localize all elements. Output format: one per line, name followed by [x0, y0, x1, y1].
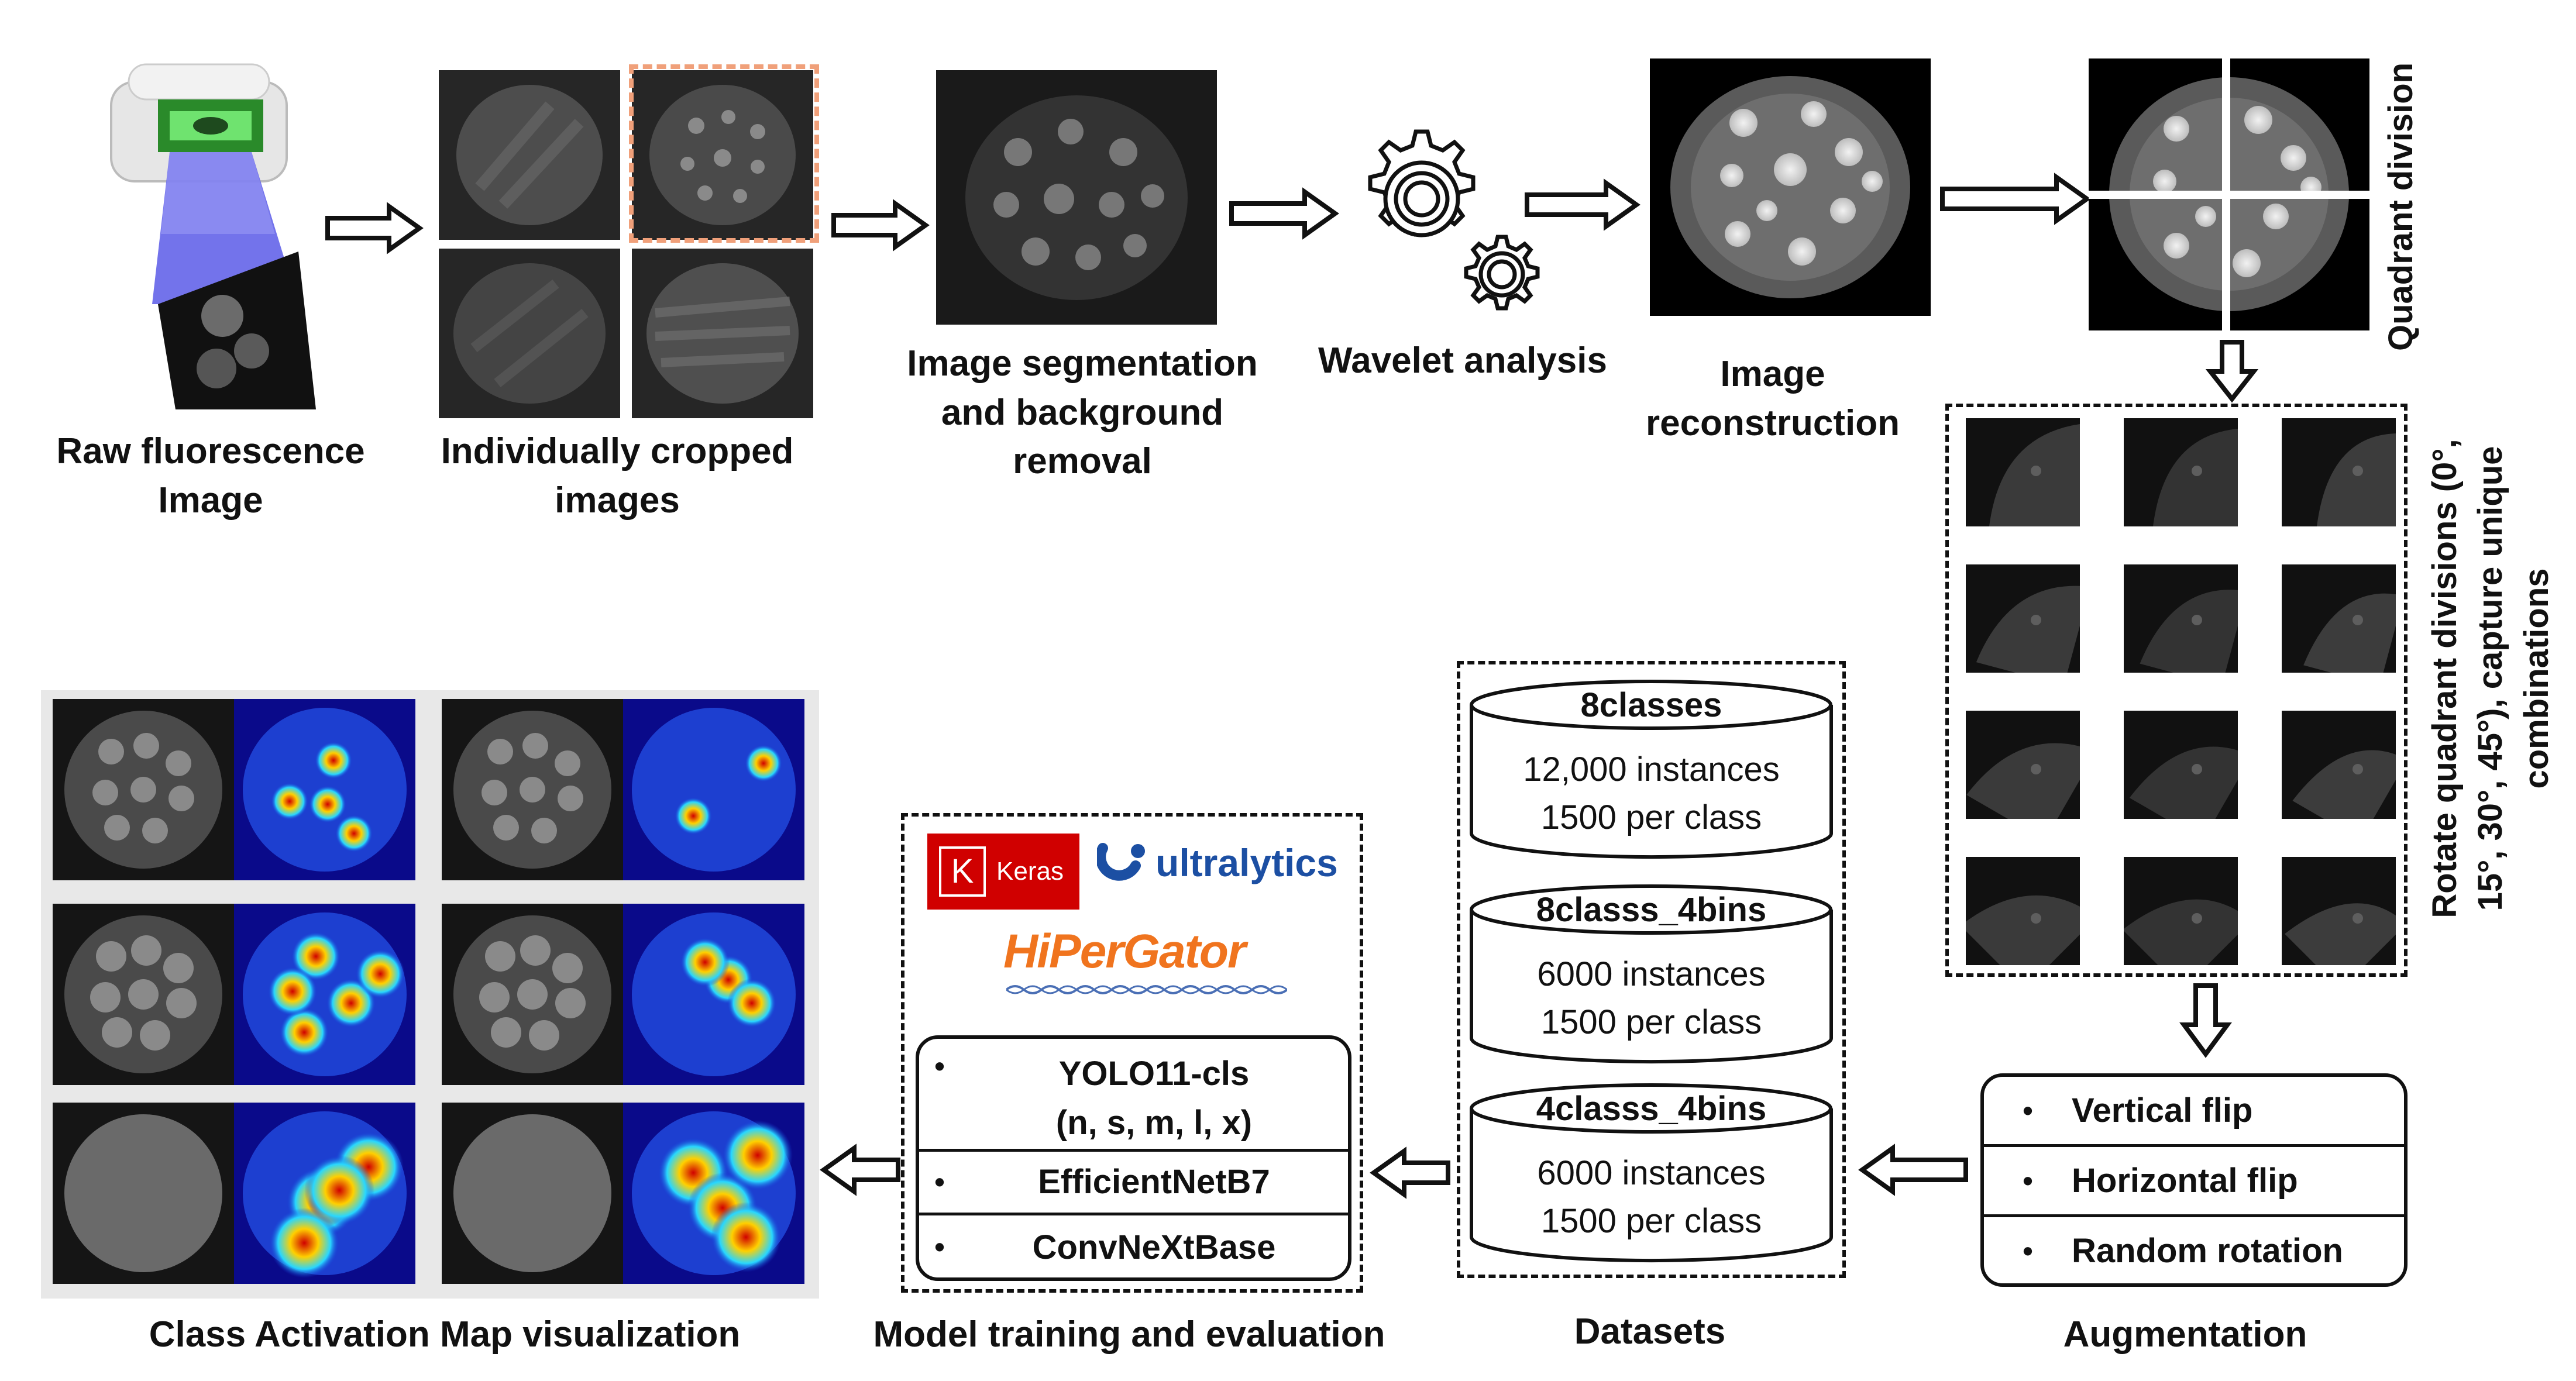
label-training: Model training and evaluation [873, 1314, 1385, 1355]
quadrant-tile [2282, 564, 2396, 673]
keras-wordmark: Keras [996, 857, 1064, 886]
dataset-instances: 6000 instances [1537, 955, 1766, 993]
ultralytics-mark-icon [1097, 843, 1145, 881]
quadrant-tile [2282, 711, 2396, 819]
label-datasets: Datasets [1574, 1311, 1726, 1352]
cam-grid [53, 699, 810, 1290]
cam-input-image [53, 904, 234, 1085]
cam-heatmap-image [623, 1103, 804, 1284]
cam-input-image [442, 904, 623, 1085]
quadrant-tile [2124, 857, 2238, 965]
dataset-name: 8classs_4bins [1536, 891, 1767, 929]
augmentation-box: •Vertical flip •Horizontal flip •Random … [1980, 1073, 2408, 1287]
model-efficientnetb7: •EfficientNetB7 [934, 1163, 1270, 1201]
dataset-name: 4classs_4bins [1536, 1090, 1767, 1128]
label-wavelet: Wavelet analysis [1318, 340, 1607, 381]
quadrant-image [2089, 58, 2369, 330]
dataset-cylinder: 8classes 12,000 instances 1500 per class [1468, 679, 1834, 860]
arrow-right-2 [831, 199, 930, 252]
dataset-name: 8classes [1580, 686, 1722, 724]
quadrant-tile [2282, 418, 2396, 526]
label-raw: Raw fluorescence Image [56, 431, 365, 521]
quadrant-tile [2124, 711, 2238, 819]
hipergator-wave-icon [1006, 985, 1287, 994]
aug-item-vertical-flip: •Vertical flip [2023, 1091, 2253, 1129]
model-yolo11-cls: • YOLO11-cls(n, s, m, l, x) [934, 1050, 1253, 1142]
arrow-down-1 [2206, 340, 2258, 403]
label-segmentation: Image segmentation and background remova… [907, 343, 1258, 482]
model-training-box [901, 813, 1363, 1293]
cropped-image-3 [439, 249, 620, 418]
arrow-left-2 [1370, 1146, 1450, 1199]
crop-highlight-box [629, 64, 819, 243]
cropped-image-2 [632, 70, 813, 240]
hipergator-logo: HiPerGator [995, 924, 1299, 1000]
model-convnextbase: •ConvNeXtBase [934, 1228, 1276, 1266]
label-reconstruction: Image reconstruction [1645, 354, 1900, 443]
reconstructed-image [1650, 58, 1931, 316]
dataset-per-class: 1500 per class [1540, 1202, 1762, 1240]
dataset-cylinders: 8classes 12,000 instances 1500 per class 8… [1468, 673, 1834, 1269]
cropped-image-4 [632, 249, 813, 418]
arrow-down-2 [2179, 983, 2232, 1058]
dataset-cylinder: 8classs_4bins 6000 instances 1500 per clas… [1468, 883, 1834, 1065]
aug-item-horizontal-flip: •Horizontal flip [2023, 1162, 2298, 1200]
arrow-right-5 [1940, 173, 2091, 225]
arrow-right-1 [325, 202, 424, 254]
quadrant-tile [2124, 418, 2238, 526]
rotated-quadrants-box [1945, 404, 2408, 977]
quadrant-tile [1966, 564, 2080, 673]
cam-input-image [442, 1103, 623, 1284]
cam-heatmap-image [234, 1103, 415, 1284]
keras-k-box: K [939, 846, 986, 897]
quadrant-tile [1966, 418, 2080, 526]
ultralytics-logo: ultralytics [1097, 839, 1366, 886]
gear-icon [1340, 114, 1550, 313]
ultralytics-wordmark: ultralytics [1155, 841, 1338, 884]
arrow-left-3 [820, 1144, 900, 1196]
label-cam: Class Activation Map visualization [149, 1314, 741, 1355]
cam-heatmap-image [623, 699, 804, 880]
quadrant-tile [2282, 857, 2396, 965]
dataset-instances: 6000 instances [1537, 1154, 1766, 1192]
segmented-image [936, 70, 1217, 325]
label-quadrant: Quadrant division [2382, 62, 2420, 351]
cam-input-image [53, 699, 234, 880]
label-cropped: Individually cropped images [441, 431, 794, 521]
label-rotate: Rotate quadrant divisions (0°, 15°, 30°,… [2426, 439, 2556, 918]
quadrant-tile [1966, 857, 2080, 965]
rotated-quadrants-grid [1951, 409, 2402, 971]
cam-heatmap-image [234, 904, 415, 1085]
quadrant-tile [2124, 564, 2238, 673]
dataset-per-class: 1500 per class [1540, 798, 1762, 836]
cam-heatmap-image [234, 699, 415, 880]
hipergator-wordmark: HiPerGator [1003, 925, 1246, 978]
keras-logo: K Keras [927, 834, 1079, 910]
cam-heatmap-image [623, 904, 804, 1085]
arrow-right-3 [1229, 187, 1339, 240]
dataset-per-class: 1500 per class [1540, 1003, 1762, 1041]
quadrant-tile [1966, 711, 2080, 819]
cam-input-image [53, 1103, 234, 1284]
cam-input-image [442, 699, 623, 880]
models-box: • YOLO11-cls(n, s, m, l, x) •EfficientNe… [916, 1035, 1351, 1281]
dataset-instances: 12,000 instances [1523, 750, 1780, 788]
datasets-box [1457, 661, 1846, 1278]
label-augmentation: Augmentation [2063, 1314, 2307, 1355]
cropped-image-1 [439, 70, 620, 240]
aug-item-random-rotation: •Random rotation [2023, 1232, 2343, 1270]
arrow-left-1 [1858, 1144, 1968, 1196]
arrow-right-4 [1525, 178, 1640, 231]
dataset-cylinder: 4classs_4bins 6000 instances 1500 per clas… [1468, 1082, 1834, 1263]
raw-fluorescence-image [105, 58, 322, 421]
